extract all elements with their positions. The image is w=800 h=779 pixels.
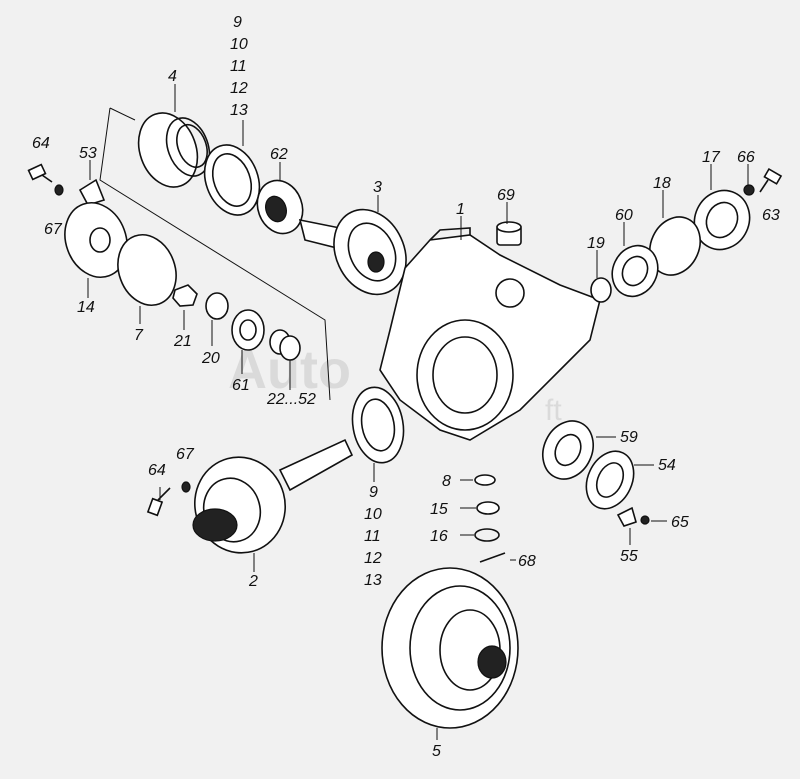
label-9-upper: 9: [233, 14, 242, 31]
label-13-lower: 13: [364, 572, 382, 589]
watermark-suffix: ft: [545, 394, 562, 427]
part-60-bearing: [611, 244, 659, 298]
label-67-lower: 67: [176, 446, 195, 463]
label-1: 1: [456, 201, 465, 218]
label-12-lower: 12: [364, 550, 382, 567]
label-54: 54: [658, 457, 676, 474]
label-8: 8: [442, 473, 451, 490]
label-59: 59: [620, 429, 638, 446]
label-55: 55: [620, 548, 638, 565]
label-64-lower: 64: [148, 462, 166, 479]
label-69: 69: [497, 187, 515, 204]
part-labels: 9 10 11 12 13 4 62 3 1 69 17 66 63 18 60…: [32, 14, 780, 760]
part-7-gasket: [117, 234, 177, 306]
part-61-bearing: [231, 309, 265, 351]
part-18-gasket: [649, 216, 701, 276]
part-64-bolt-lower: [146, 487, 171, 517]
part-67-washer-upper: [54, 184, 64, 196]
label-53: 53: [79, 145, 97, 162]
label-21: 21: [173, 333, 192, 350]
label-2: 2: [248, 573, 258, 590]
label-16: 16: [430, 528, 448, 545]
part-59-bearing: [542, 420, 594, 480]
leader-lines: [87, 84, 749, 740]
label-4: 4: [168, 68, 177, 85]
label-11-lower: 11: [364, 528, 381, 545]
label-11-upper: 11: [230, 58, 247, 75]
part-15-clip: [476, 501, 500, 515]
part-4-flange: [137, 112, 211, 188]
label-12-upper: 12: [230, 80, 248, 97]
part-54-nut: [585, 450, 635, 510]
label-60: 60: [615, 207, 633, 224]
group-bracket-line: [99, 107, 331, 401]
label-68: 68: [518, 553, 536, 570]
part-1-housing: [379, 227, 601, 441]
label-18: 18: [653, 175, 671, 192]
part-64-bolt-upper: [27, 163, 53, 183]
label-15: 15: [430, 501, 448, 518]
label-61: 61: [232, 377, 250, 394]
label-65: 65: [671, 514, 689, 531]
label-10-upper: 10: [230, 36, 248, 53]
part-66-washer: [743, 184, 755, 196]
label-63: 63: [762, 207, 780, 224]
label-14: 14: [77, 299, 95, 316]
part-2-shaft-assembly: [192, 438, 354, 554]
part-67-washer-lower: [181, 481, 191, 493]
label-3: 3: [373, 179, 382, 196]
label-22-52: 22...52: [266, 391, 316, 408]
part-19-ring: [590, 277, 612, 303]
part-63-bolt: [759, 167, 783, 193]
part-62-bearing: [256, 179, 304, 235]
label-20: 20: [201, 350, 220, 367]
label-64-upper: 64: [32, 135, 50, 152]
part-69-plug: [496, 221, 522, 246]
part-55-lock: [616, 506, 637, 527]
label-7: 7: [134, 327, 144, 344]
part-21-nut: [172, 284, 198, 307]
label-62: 62: [270, 146, 288, 163]
label-17: 17: [702, 149, 721, 166]
part-53-lock-plate: [78, 178, 106, 206]
part-3-pinion-gear: [298, 208, 407, 296]
label-67-upper: 67: [44, 221, 63, 238]
label-5: 5: [432, 743, 441, 760]
part-65-bolt: [640, 515, 650, 525]
label-9-lower: 9: [369, 484, 378, 501]
label-10-lower: 10: [364, 506, 382, 523]
part-17-flange: [693, 189, 751, 251]
part-5-ring-gear: [381, 567, 519, 729]
part-8-ring: [474, 474, 496, 486]
label-13-upper: 13: [230, 102, 248, 119]
part-16-ring: [474, 528, 500, 542]
part-22-52-shims: [269, 329, 301, 361]
label-66: 66: [737, 149, 755, 166]
part-9-13-gasket-lower: [351, 386, 405, 464]
part-9-13-gasket-upper: [203, 144, 261, 216]
label-19: 19: [587, 235, 605, 252]
part-20-washer: [205, 292, 229, 320]
part-68-pin: [479, 552, 506, 563]
part-14-cover: [64, 202, 128, 278]
